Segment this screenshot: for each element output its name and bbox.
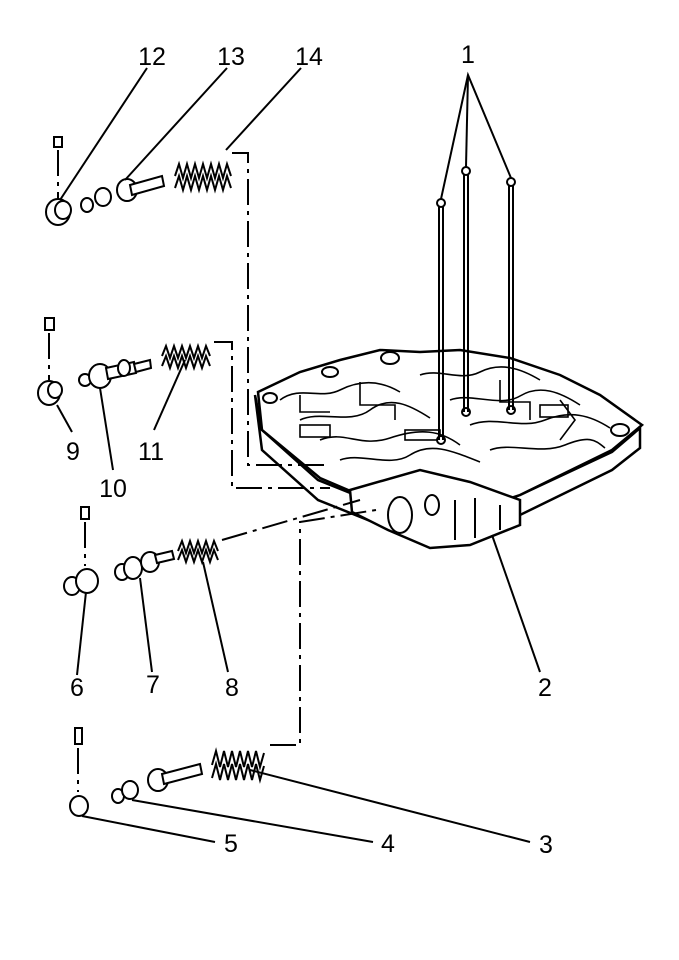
callout-4: 4 <box>381 830 395 858</box>
callout-2: 2 <box>538 674 552 702</box>
callout-6: 6 <box>70 674 84 702</box>
spring-11 <box>161 342 211 372</box>
callout-3: 3 <box>539 831 553 859</box>
spring-14 <box>174 160 232 194</box>
valve-body <box>253 348 645 550</box>
spring-8 <box>177 537 219 566</box>
callout-9: 9 <box>66 438 80 466</box>
callout-13: 13 <box>217 43 245 71</box>
callout-10: 10 <box>99 475 127 503</box>
callout-labels: 1 2 3 4 5 6 7 8 9 10 11 12 13 14 <box>66 41 553 859</box>
callout-1: 1 <box>461 41 475 69</box>
spring-3 <box>211 747 265 784</box>
valve-train-row-3 <box>63 499 361 676</box>
callout-11: 11 <box>138 438 164 466</box>
callout-5: 5 <box>224 830 238 858</box>
callout-12: 12 <box>138 43 166 71</box>
callout-14: 14 <box>295 43 323 71</box>
check-balls <box>436 71 516 440</box>
valve-train-row-1 <box>45 67 330 466</box>
valve-train-row-4 <box>69 509 541 843</box>
callout-8: 8 <box>225 674 239 702</box>
callout-7: 7 <box>146 671 160 699</box>
valve-train-row-2 <box>37 317 330 489</box>
